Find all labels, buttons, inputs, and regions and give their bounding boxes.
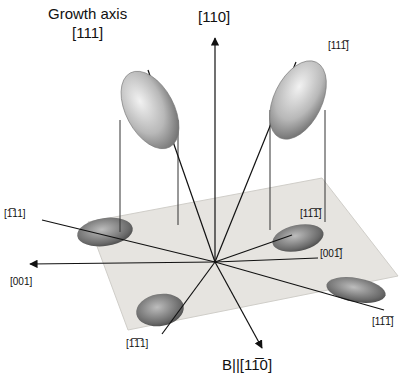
in-plane-ellipsoid — [134, 290, 187, 330]
axis-caption: Growth axis — [48, 6, 127, 23]
direction-label: [11̅1̅] — [300, 208, 322, 219]
direction-label: [001̅] — [320, 248, 342, 259]
tilted-ellipsoid — [258, 52, 338, 149]
crystal-axes — [30, 38, 384, 348]
basal-plane — [88, 178, 398, 330]
in-plane-ellipsoid — [75, 214, 134, 250]
in-plane-ellipsoid — [270, 220, 326, 256]
growth-ellipsoid — [109, 62, 191, 159]
direction-label: [001] — [10, 276, 32, 287]
direction-label: [1̅1̅1] — [126, 338, 148, 349]
direction-label: [110] — [198, 9, 230, 26]
direction-label: [11̅1̅] — [372, 316, 394, 327]
direction-label: [111] — [72, 25, 103, 42]
field-label: B||[11̅0] — [222, 357, 272, 374]
direction-label: [1̅11] — [4, 208, 26, 219]
direction-label: [111̅] — [328, 40, 349, 51]
